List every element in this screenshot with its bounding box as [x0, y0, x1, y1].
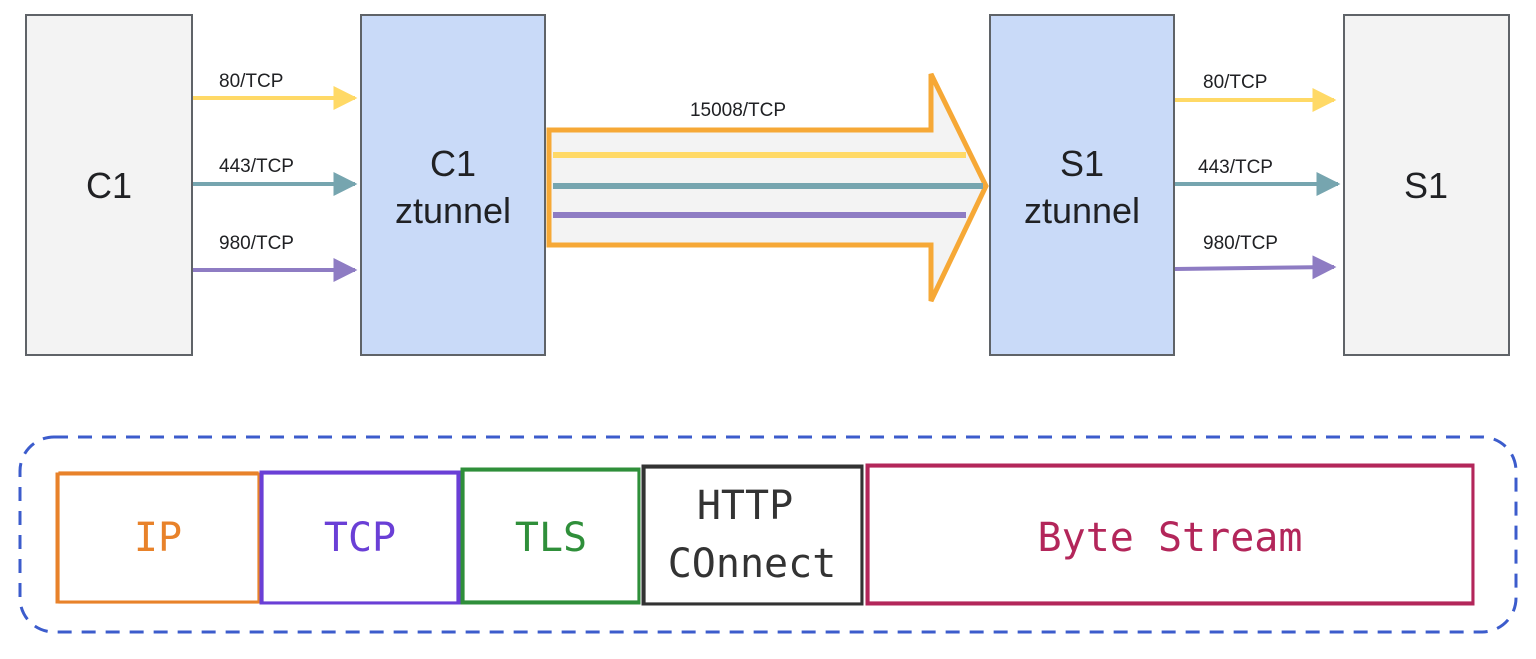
layer-tls: TLS: [460, 467, 641, 605]
protocol-stack-border: [18, 435, 1518, 634]
right-port-label-80: 80/TCP: [1203, 72, 1267, 93]
c1-node: C1: [25, 14, 193, 356]
s1-ztunnel-label-line2: ztunnel: [1024, 190, 1140, 231]
left-port-arrows: 80/TCP 443/TCP 980/TCP: [193, 71, 358, 282]
s1-node: S1: [1343, 14, 1510, 356]
left-port-label-980: 980/TCP: [219, 233, 294, 254]
right-port-arrows: 80/TCP 443/TCP 980/TCP: [1174, 72, 1341, 280]
tunnel-arrow: 15008/TCP: [546, 72, 989, 303]
layer-tcp-label: TCP: [324, 515, 396, 561]
layer-byte-stream-label: Byte Stream: [1038, 515, 1303, 561]
layer-http-label-line1: HTTP: [697, 483, 793, 529]
layer-http-label-line2: COnnect: [668, 541, 837, 587]
s1-ztunnel-label-line1: S1: [1060, 143, 1104, 184]
s1-ztunnel-node: S1 ztunnel: [989, 14, 1175, 356]
c1-label: C1: [86, 165, 132, 206]
layer-tcp: TCP: [259, 470, 461, 605]
right-port-label-443: 443/TCP: [1198, 157, 1273, 178]
left-port-label-443: 443/TCP: [219, 156, 294, 177]
c1-ztunnel-node: C1 ztunnel: [360, 14, 546, 356]
s1-label: S1: [1404, 165, 1448, 206]
protocol-stack: IP TCP TLS HTTP COnnect Byte Stream: [18, 435, 1518, 634]
tunnel-port-label: 15008/TCP: [690, 100, 786, 121]
layer-ip: IP: [55, 471, 261, 604]
layer-tls-label: TLS: [515, 515, 587, 561]
right-arrow-980: [1174, 255, 1337, 280]
right-port-label-980: 980/TCP: [1203, 233, 1278, 254]
layer-http-connect: HTTP COnnect: [641, 464, 864, 606]
c1-ztunnel-label-line2: ztunnel: [395, 190, 511, 231]
layer-byte-stream: Byte Stream: [865, 463, 1475, 606]
left-port-label-80: 80/TCP: [219, 71, 283, 92]
c1-ztunnel-label-line1: C1: [430, 143, 476, 184]
layer-ip-label: IP: [134, 515, 182, 561]
